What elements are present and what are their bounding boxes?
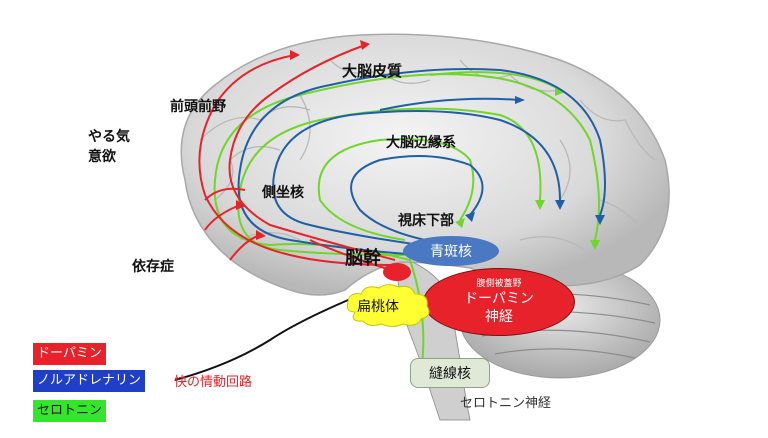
label-prefrontal: 前頭前野 (170, 99, 226, 115)
dopamine-neuron-oval: 腹側被蓋野 ドーパミン 神経 (423, 268, 575, 336)
dopamine-neuron-label-2: 神経 (485, 308, 513, 325)
cerebrum (180, 33, 670, 296)
dopamine-neuron-label-1: ドーパミン (464, 290, 534, 307)
vta-label: 腹側被蓋野 (476, 278, 522, 289)
vta-blob (383, 263, 411, 281)
legend-serotonin: セロトニン (33, 400, 107, 422)
pleasure-circuit-line (174, 294, 361, 381)
locus-coeruleus-label: 青斑核 (430, 244, 472, 260)
dopamine-arrowheads (236, 40, 370, 240)
label-hypothalamus: 視床下部 (398, 213, 454, 229)
locus-coeruleus: 青斑核 (403, 236, 499, 266)
serotonin-nerve-label: セロトニン神経 (460, 396, 552, 411)
serotonin-pathways (213, 71, 600, 381)
amygdala-cloud (346, 284, 430, 327)
raphe-label: 縫線核 (429, 366, 471, 382)
noradrenaline-pathways (237, 68, 606, 256)
legend-pleasure-circuit: 快の情動回路 (174, 375, 253, 390)
amygdala-label: 扁桃体 (357, 299, 399, 315)
label-accumbens: 側坐核 (262, 185, 304, 201)
legend-dopamine: ドーパミン (33, 343, 106, 365)
label-limbic: 大脳辺縁系 (386, 135, 456, 151)
label-motivation-2: 意欲 (88, 149, 116, 165)
raphe-nucleus: 縫線核 (410, 358, 490, 388)
label-addiction: 依存症 (132, 259, 174, 275)
label-brainstem: 脳幹 (345, 248, 381, 269)
label-cortex: 大脳皮質 (342, 62, 403, 80)
noradrenaline-arrowheads (465, 96, 605, 225)
legend-noradrenaline: ノルアドレナリン (33, 370, 146, 392)
serotonin-arrowheads (455, 86, 600, 250)
dopamine-pathways (198, 44, 396, 271)
label-motivation-1: やる気 (88, 129, 130, 145)
